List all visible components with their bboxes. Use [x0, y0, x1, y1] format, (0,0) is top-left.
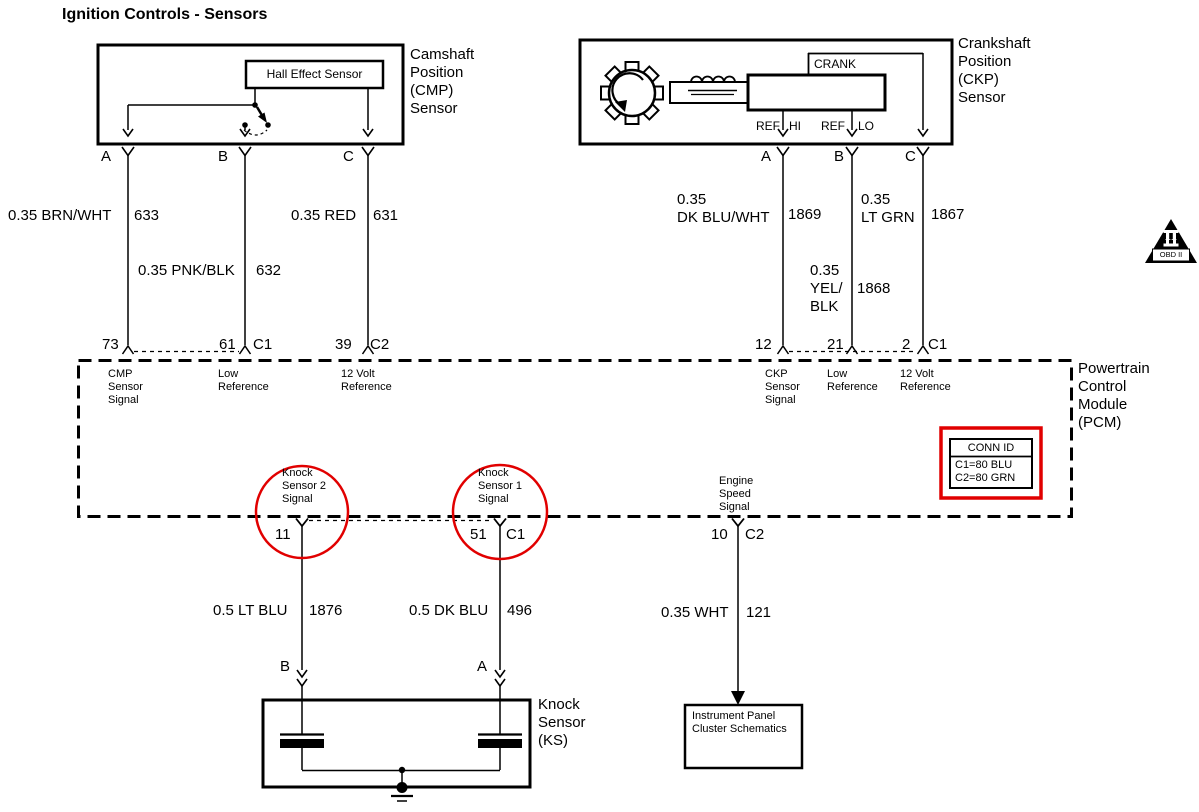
crank-label: CRANK — [814, 57, 857, 71]
knock-sensor-label: Knock Sensor (KS) — [538, 696, 586, 749]
ref-hi-right-label: HI — [789, 119, 801, 133]
cmp-sensor-label: Camshaft Position (CMP) Sensor — [410, 46, 475, 117]
pickup-coil-icon — [669, 75, 751, 104]
wire-ckp-b-circuit: 1868 — [857, 280, 891, 297]
obd2-label: OBD II — [1159, 250, 1183, 260]
wire-ckp-c-circuit: 1867 — [931, 206, 965, 223]
down-arrow-icon — [731, 691, 745, 705]
ground-icon — [391, 782, 413, 802]
cmp-pin-b-label: B — [218, 148, 229, 165]
pcm-function-engine-speed: Engine Speed Signal — [719, 475, 754, 513]
wire-ckp-b-spec: 0.35 YEL/ BLK — [810, 262, 843, 315]
pcm-function-low-reference-right: Low Reference — [827, 368, 878, 393]
ckp-pin-a-label: A — [761, 148, 772, 165]
wire-cmp-c-spec: 0.35 RED — [291, 207, 357, 224]
wire-ks-b-spec: 0.5 LT BLU — [213, 602, 288, 619]
ks-pin-b-label: B — [280, 658, 291, 675]
pcm-function-cmp-signal: CMP Sensor Signal — [108, 368, 143, 406]
obd2-icon — [1145, 219, 1197, 263]
switch-travel-arc — [243, 129, 268, 136]
ckp-pin-b-label: B — [834, 148, 845, 165]
pcm-function-knock1-signal: Knock Sensor 1 Signal — [478, 467, 523, 505]
wire-esp-spec: 0.35 WHT — [661, 604, 729, 621]
knock-sensor-graphic — [261, 669, 532, 802]
instrument-panel-box-graphic — [683, 691, 804, 770]
pcm-pin-12: 12 — [755, 336, 772, 353]
cmp-sensor-graphic — [96, 43, 405, 157]
wire-ks-a-spec: 0.5 DK BLU — [409, 602, 489, 619]
pcm-pin-11: 11 — [275, 526, 291, 543]
pcm-function-low-reference: Low Reference — [218, 368, 269, 393]
hall-effect-sensor-label: Hall Effect Sensor — [266, 66, 363, 81]
ckp-pin-c-label: C — [905, 148, 916, 165]
pcm-connector-c2-label-bottom: C2 — [745, 526, 765, 543]
wire-ckp-a-spec: 0.35 DK BLU/WHT — [677, 191, 770, 226]
pcm-pin-61: 61 — [219, 336, 236, 353]
knock-sensor-2-highlight-circle — [254, 464, 350, 560]
pcm-pin-73: 73 — [102, 336, 119, 353]
reluctor-wheel-icon — [600, 61, 664, 125]
wire-ckp-c-spec: 0.35 LT GRN — [861, 191, 915, 226]
conn-id-box-graphic — [939, 426, 1043, 500]
wire-ckp-a-circuit: 1869 — [788, 206, 822, 223]
cmp-pin-c-label: C — [343, 148, 354, 165]
wire-esp-circuit: 121 — [746, 604, 772, 621]
page-title: Ignition Controls - Sensors — [62, 6, 268, 23]
pcm-label: Powertrain Control Module (PCM) — [1078, 360, 1150, 431]
ks-pin-a-label: A — [477, 658, 488, 675]
pcm-outline — [77, 344, 1073, 528]
wire-cmp-b-spec: 0.35 PNK/BLK — [138, 262, 235, 279]
ckp-body-box — [746, 73, 887, 112]
pcm-function-ckp-signal: CKP Sensor Signal — [765, 368, 800, 406]
pcm-pin-39: 39 — [335, 336, 352, 353]
piezo-element-icon — [478, 733, 522, 770]
wire-ks-b-circuit: 1876 — [309, 602, 343, 619]
wire-cmp-a-spec: 0.35 BRN/WHT — [8, 207, 112, 224]
wiring — [127, 155, 924, 692]
conn-id-title: CONN ID — [967, 441, 1015, 454]
wire-ks-a-circuit: 496 — [507, 602, 533, 619]
pcm-connector-c2-label: C2 — [370, 336, 390, 353]
ckp-sensor-label: Crankshaft Position (CKP) Sensor — [958, 35, 1031, 106]
ref-hi-left-label: REF — [756, 119, 780, 133]
ref-lo-left-label: REF — [821, 119, 845, 133]
pcm-function-12v-reference-right: 12 Volt Reference — [900, 368, 951, 393]
pcm-function-12v-reference: 12 Volt Reference — [341, 368, 392, 393]
conn-id-row-c2: C2=80 GRN — [955, 472, 1016, 484]
pcm-connector-c1-label: C1 — [253, 336, 273, 353]
wire-cmp-c-circuit: 631 — [373, 207, 399, 224]
pcm-pin-2: 2 — [902, 336, 911, 353]
obd2-roman-numeral: II — [1164, 229, 1178, 245]
pcm-connector-c1-label-bottom: C1 — [506, 526, 526, 543]
cmp-pin-a-label: A — [101, 148, 112, 165]
knock-sensor-1-highlight-circle — [451, 463, 549, 561]
pcm-pin-10: 10 — [711, 526, 728, 543]
instrument-panel-label: Instrument Panel Cluster Schematics — [692, 710, 787, 735]
pcm-function-knock2-signal: Knock Sensor 2 Signal — [282, 467, 327, 505]
pcm-connector-c1-label-right: C1 — [928, 336, 948, 353]
pcm-pin-21: 21 — [827, 336, 844, 353]
knock-highlight-circles — [254, 463, 549, 561]
pcm-pin-51: 51 — [470, 526, 487, 543]
ref-lo-right-label: LO — [858, 119, 875, 133]
conn-id-row-c1: C1=80 BLU — [955, 459, 1013, 471]
wire-cmp-b-circuit: 632 — [256, 262, 282, 279]
piezo-element-icon — [280, 733, 324, 770]
hall-effect-sensor-box — [244, 59, 385, 90]
ckp-sensor-graphic — [578, 38, 954, 157]
wire-cmp-a-circuit: 633 — [134, 207, 160, 224]
